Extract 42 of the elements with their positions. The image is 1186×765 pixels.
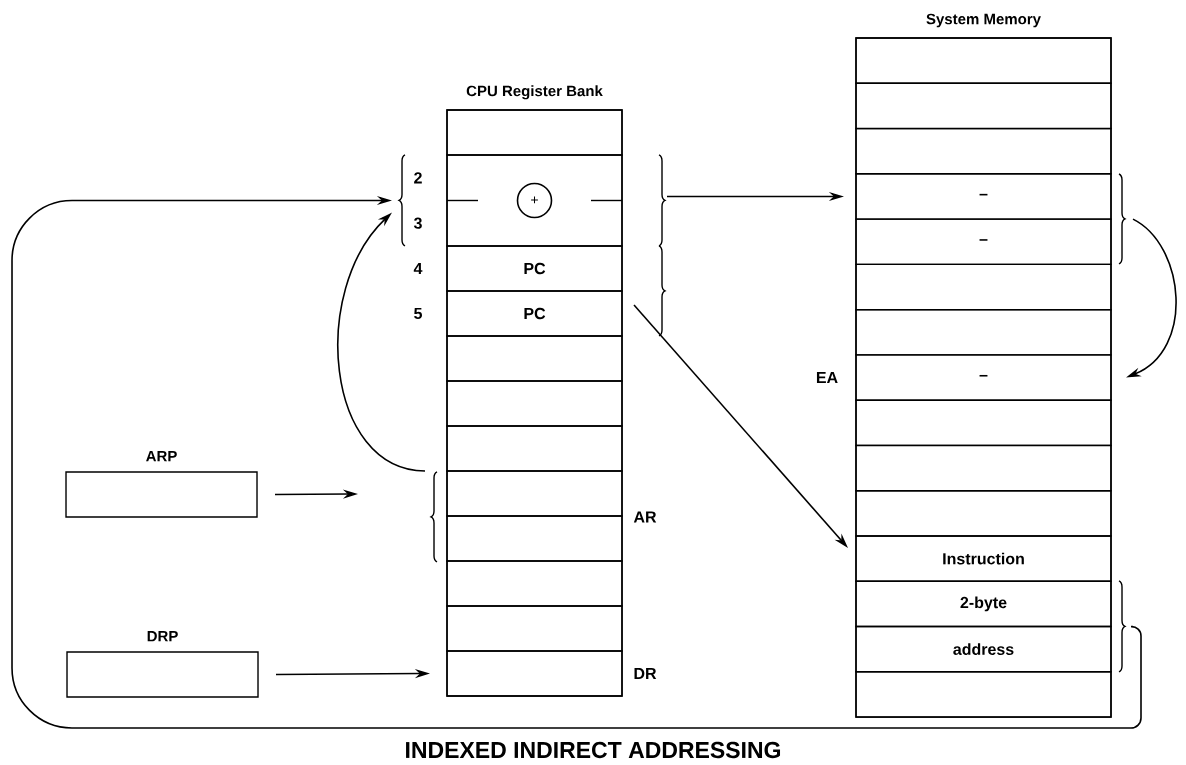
row-label: 2 — [414, 172, 422, 184]
memory-cell — [855, 490, 1112, 537]
node-label: ARP — [146, 450, 177, 462]
register-cell — [446, 515, 623, 562]
register-cell — [446, 560, 623, 607]
register-cell — [446, 650, 623, 697]
row-label: 4 — [413, 263, 423, 274]
memory-cell — [855, 671, 1112, 718]
memory-cell: – — [855, 354, 1112, 401]
register-cell — [446, 335, 623, 382]
row-label: DR — [634, 668, 657, 679]
register-label: AR — [633, 511, 657, 523]
register-cell — [446, 380, 623, 427]
register-cell — [446, 470, 623, 517]
memory-cell — [855, 308, 1112, 356]
node-label: DRP — [147, 630, 178, 642]
memory-cell — [855, 399, 1112, 447]
node-label: System Memory — [926, 13, 1041, 28]
register-cell — [446, 605, 623, 652]
memory-cell — [855, 263, 1112, 311]
memory-cell — [855, 127, 1112, 175]
register-cell — [446, 109, 623, 156]
memory-cell: – — [855, 173, 1112, 220]
register-cell — [446, 154, 623, 247]
row-label: 5 — [414, 307, 422, 320]
memory-cell: 2-byte — [855, 580, 1112, 628]
node-label: CPU Register Bank — [466, 85, 603, 100]
register-box: DRP — [66, 630, 259, 698]
memory-cell: address — [855, 625, 1112, 673]
memory-cell — [855, 37, 1112, 84]
row-label: EA — [816, 372, 838, 383]
register-box: ARP — [65, 451, 258, 518]
row-label: 3 — [413, 217, 422, 229]
caption: INDEXED INDIRECT ADDRESSING — [406, 741, 781, 759]
register-cell — [446, 425, 623, 472]
memory-cell: Instruction — [855, 535, 1112, 582]
memory-cell: – — [855, 218, 1112, 266]
memory-cell — [855, 444, 1112, 492]
memory-cell — [855, 82, 1112, 130]
register-cell: PC — [446, 245, 623, 292]
arrow — [11, 195, 1142, 729]
register-cell: PC — [446, 290, 623, 337]
